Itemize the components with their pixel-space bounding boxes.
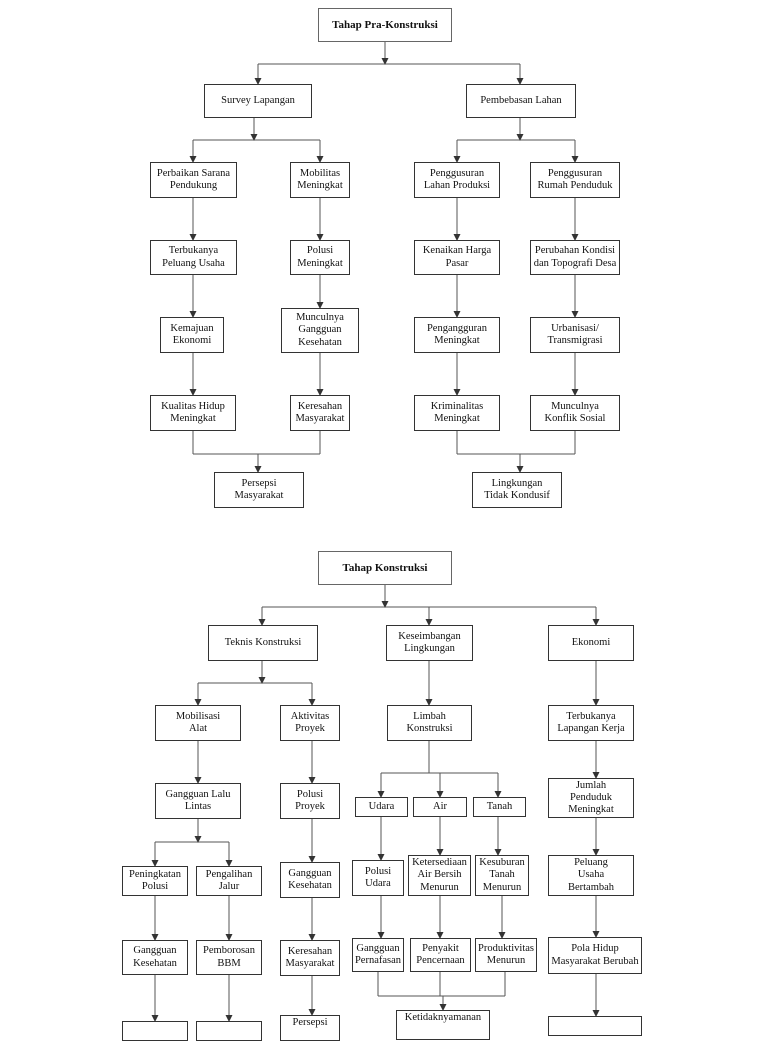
node-gangguan-kesehatan-proyek: Gangguan Kesehatan (280, 862, 340, 898)
diagram-title-konstruksi: Tahap Konstruksi (318, 551, 452, 585)
node-jumlah-penduduk: Jumlah Penduduk Meningkat (548, 778, 634, 818)
node-ekonomi: Ekonomi (548, 625, 634, 661)
node-kualitas-hidup: Kualitas Hidup Meningkat (150, 395, 236, 431)
node-tanah: Tanah (473, 797, 526, 817)
node-peluang-usaha: Terbukanya Peluang Usaha (150, 240, 237, 275)
node-udara: Udara (355, 797, 408, 817)
node-mobilisasi-alat: Mobilisasi Alat (155, 705, 241, 741)
node-lapangan-kerja: Terbukanya Lapangan Kerja (548, 705, 634, 741)
node-ketidaknyamanan: Ketidaknyamanan (396, 1010, 490, 1040)
node-penggusuran-rumah: Penggusuran Rumah Penduduk (530, 162, 620, 198)
node-gangguan-kesehatan-lalu-lintas: Gangguan Kesehatan (122, 940, 188, 975)
node-lingkungan-tidak-kondusif: Lingkungan Tidak Kondusif (472, 472, 562, 508)
node-keresahan-masyarakat-proyek: Keresahan Masyarakat (280, 940, 340, 976)
node-air: Air (413, 797, 467, 817)
node-mobilitas-meningkat: Mobilitas Meningkat (290, 162, 350, 198)
node-produktivitas-menurun: Produktivitas Menurun (475, 938, 537, 972)
node-teknis-konstruksi: Teknis Konstruksi (208, 625, 318, 661)
node-kenaikan-harga: Kenaikan Harga Pasar (414, 240, 500, 275)
node-kemajuan-ekonomi: Kemajuan Ekonomi (160, 317, 224, 353)
node-gangguan-lalu-lintas: Gangguan Lalu Lintas (155, 783, 241, 819)
node-penggusuran-lahan: Penggusuran Lahan Produksi (414, 162, 500, 198)
node-cutoff-left (122, 1021, 188, 1041)
node-penyakit-pencernaan: Penyakit Pencernaan (410, 938, 471, 972)
node-persepsi-masyarakat: Persepsi Masyarakat (214, 472, 304, 508)
node-cutoff-mid (196, 1021, 262, 1041)
node-cutoff-right (548, 1016, 642, 1036)
node-kesuburan-tanah: Kesuburan Tanah Menurun (475, 855, 529, 896)
node-kriminalitas: Kriminalitas Meningkat (414, 395, 500, 431)
diagram-title-pra-konstruksi: Tahap Pra-Konstruksi (318, 8, 452, 42)
node-pembebasan-lahan: Pembebasan Lahan (466, 84, 576, 118)
node-aktivitas-proyek: Aktivitas Proyek (280, 705, 340, 741)
node-persepsi-cutoff: Persepsi (280, 1015, 340, 1041)
node-konflik-sosial: Munculnya Konflik Sosial (530, 395, 620, 431)
node-ketersediaan-air: Ketersediaan Air Bersih Menurun (408, 855, 471, 896)
node-polusi-udara: Polusi Udara (352, 860, 404, 896)
node-keseimbangan-lingkungan: Keseimbangan Lingkungan (386, 625, 473, 661)
node-perubahan-kondisi: Perubahan Kondisi dan Topografi Desa (530, 240, 620, 275)
node-limbah-konstruksi: Limbah Konstruksi (387, 705, 472, 741)
node-polusi-proyek: Polusi Proyek (280, 783, 340, 819)
node-pengangguran: Pengangguran Meningkat (414, 317, 500, 353)
node-gangguan-kesehatan: Munculnya Gangguan Kesehatan (281, 308, 359, 353)
node-pola-hidup: Pola Hidup Masyarakat Berubah (548, 937, 642, 974)
node-pemborosan-bbm: Pemborosan BBM (196, 940, 262, 975)
node-keresahan-masyarakat: Keresahan Masyarakat (290, 395, 350, 431)
node-perbaikan-sarana: Perbaikan Sarana Pendukung (150, 162, 237, 198)
node-gangguan-pernafasan: Gangguan Pernafasan (352, 938, 404, 972)
node-pengalihan-jalur: Pengalihan Jalur (196, 866, 262, 896)
node-polusi-meningkat: Polusi Meningkat (290, 240, 350, 275)
node-peluang-usaha-bertambah: Peluang Usaha Bertambah (548, 855, 634, 896)
node-survey-lapangan: Survey Lapangan (204, 84, 312, 118)
node-peningkatan-polusi: Peningkatan Polusi (122, 866, 188, 896)
node-urbanisasi: Urbanisasi/ Transmigrasi (530, 317, 620, 353)
